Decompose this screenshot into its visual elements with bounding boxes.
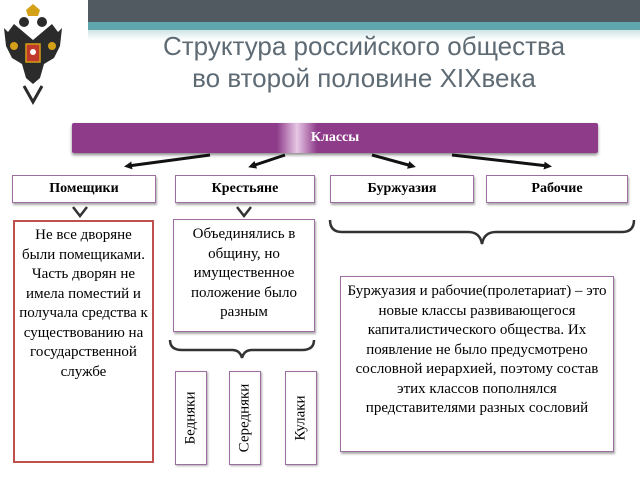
arrow-to-bourgeoisie [371,153,416,169]
chevron-landowners-icon [72,206,88,219]
header-band-dark [88,0,640,22]
peasants-description: Объединялись в общину, но имущественное … [173,219,315,332]
chevron-peasants-icon [236,206,252,219]
classes-bar: Классы [72,123,598,153]
category-peasants: Крестьяне [175,175,315,203]
peasant-group-middle-label: Середняки [236,383,253,453]
peasant-group-kulaks: Кулаки [285,371,317,465]
arrow-to-peasants [248,153,286,169]
title-line-2: во второй половине XIXвека [192,63,536,93]
arrow-to-workers [451,153,552,170]
landowners-description: Не все дворяне были помещиками. Часть дв… [13,220,154,463]
category-landowners: Помещики [12,175,156,203]
page-title: Структура российского общества во второй… [88,30,640,94]
category-workers: Рабочие [486,175,628,203]
peasant-group-poor-label: Бедняки [182,391,199,445]
arrow-to-landowners [124,153,211,170]
category-bourgeoisie: Буржуазия [330,175,474,203]
peasant-group-middle: Середняки [229,371,261,465]
title-line-1: Структура российского общества [162,31,566,61]
classes-bar-highlight [277,123,317,153]
brace-peasant-groups [168,339,316,359]
double-headed-eagle-emblem-icon [4,4,62,106]
header-band-light [88,30,640,40]
peasant-group-kulaks-label: Кулаки [292,395,309,441]
header-band-teal [88,22,640,30]
new-classes-description: Буржуазия и рабочие(пролетариат) – это н… [340,276,614,452]
brace-new-classes [328,219,636,245]
peasant-group-poor: Бедняки [175,371,207,465]
classes-label: Классы [310,130,360,145]
